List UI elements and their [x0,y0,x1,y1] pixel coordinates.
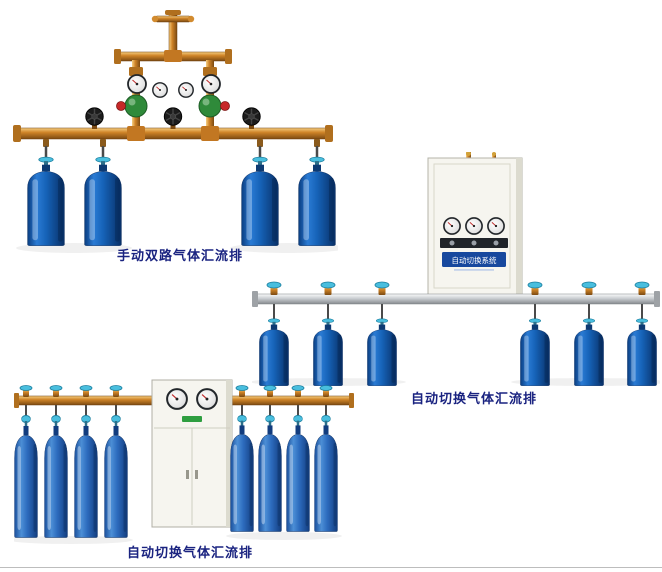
gas-cylinders [252,318,660,386]
gas-cylinder [258,414,282,532]
pressure-gauge [465,217,483,235]
gas-cylinder [367,318,397,386]
gas-cylinder [314,414,338,532]
pressure-gauge [443,217,461,235]
gas-cylinder [14,415,38,538]
manifold-pipe [252,291,660,307]
svg-text:自动切换系统: 自动切换系统 [452,255,497,265]
figure-caption: 手动双路气体汇流排 [116,249,243,264]
pressure-gauge [178,82,194,98]
bottom-divider [0,567,662,568]
pressure-gauge [166,388,188,410]
gas-cylinder [44,415,68,538]
illustration-auto-switch-manifold-2 [14,379,354,544]
gas-cylinder [627,318,657,386]
pressure-gauge [152,82,168,98]
figure-auto-switch-manifold: 自动切换系统 [252,152,660,402]
gas-cylinder [230,414,254,532]
pressure-regulator-left [116,74,148,118]
cylinder-connections [266,281,650,322]
cylinder-valve-wheels [19,385,333,391]
figure-caption: 自动切换气体汇流排 [126,546,253,561]
gas-cylinders [14,414,342,544]
figure-auto-switch-manifold-2 [14,370,354,548]
figure-manual-dual-manifold [8,10,338,256]
gas-cylinder [104,415,128,538]
gas-cylinder [74,415,98,538]
manifold-outlet-pipe [151,10,195,57]
valve-handwheels [85,107,261,129]
pressure-gauge [196,388,218,410]
control-cabinet: 自动切换系统 [427,152,523,296]
cabinet-label: 自动切换系统 [442,252,506,271]
gas-cylinder [84,156,122,246]
illustration-manual-dual-manifold [13,10,338,253]
door-handle [195,470,198,479]
gas-cylinders [16,156,338,253]
control-cabinet [151,379,233,528]
figure-caption: 自动切换气体汇流排 [410,392,537,407]
cylinder-valve-wheels [266,281,650,289]
gas-cylinder [574,318,604,386]
illustration-auto-switch-manifold: 自动切换系统 [252,152,660,386]
cylinder-connections [43,139,320,160]
gas-cylinder [27,156,65,246]
pressure-gauge [487,217,505,235]
cylinder-connections [19,385,333,416]
gas-cylinder [520,318,550,386]
cabinet-indicator [182,416,202,422]
pressure-regulator-right [198,74,230,118]
gas-cylinder [286,414,310,532]
manifold-main-pipe [13,125,333,142]
door-handle [186,470,189,479]
